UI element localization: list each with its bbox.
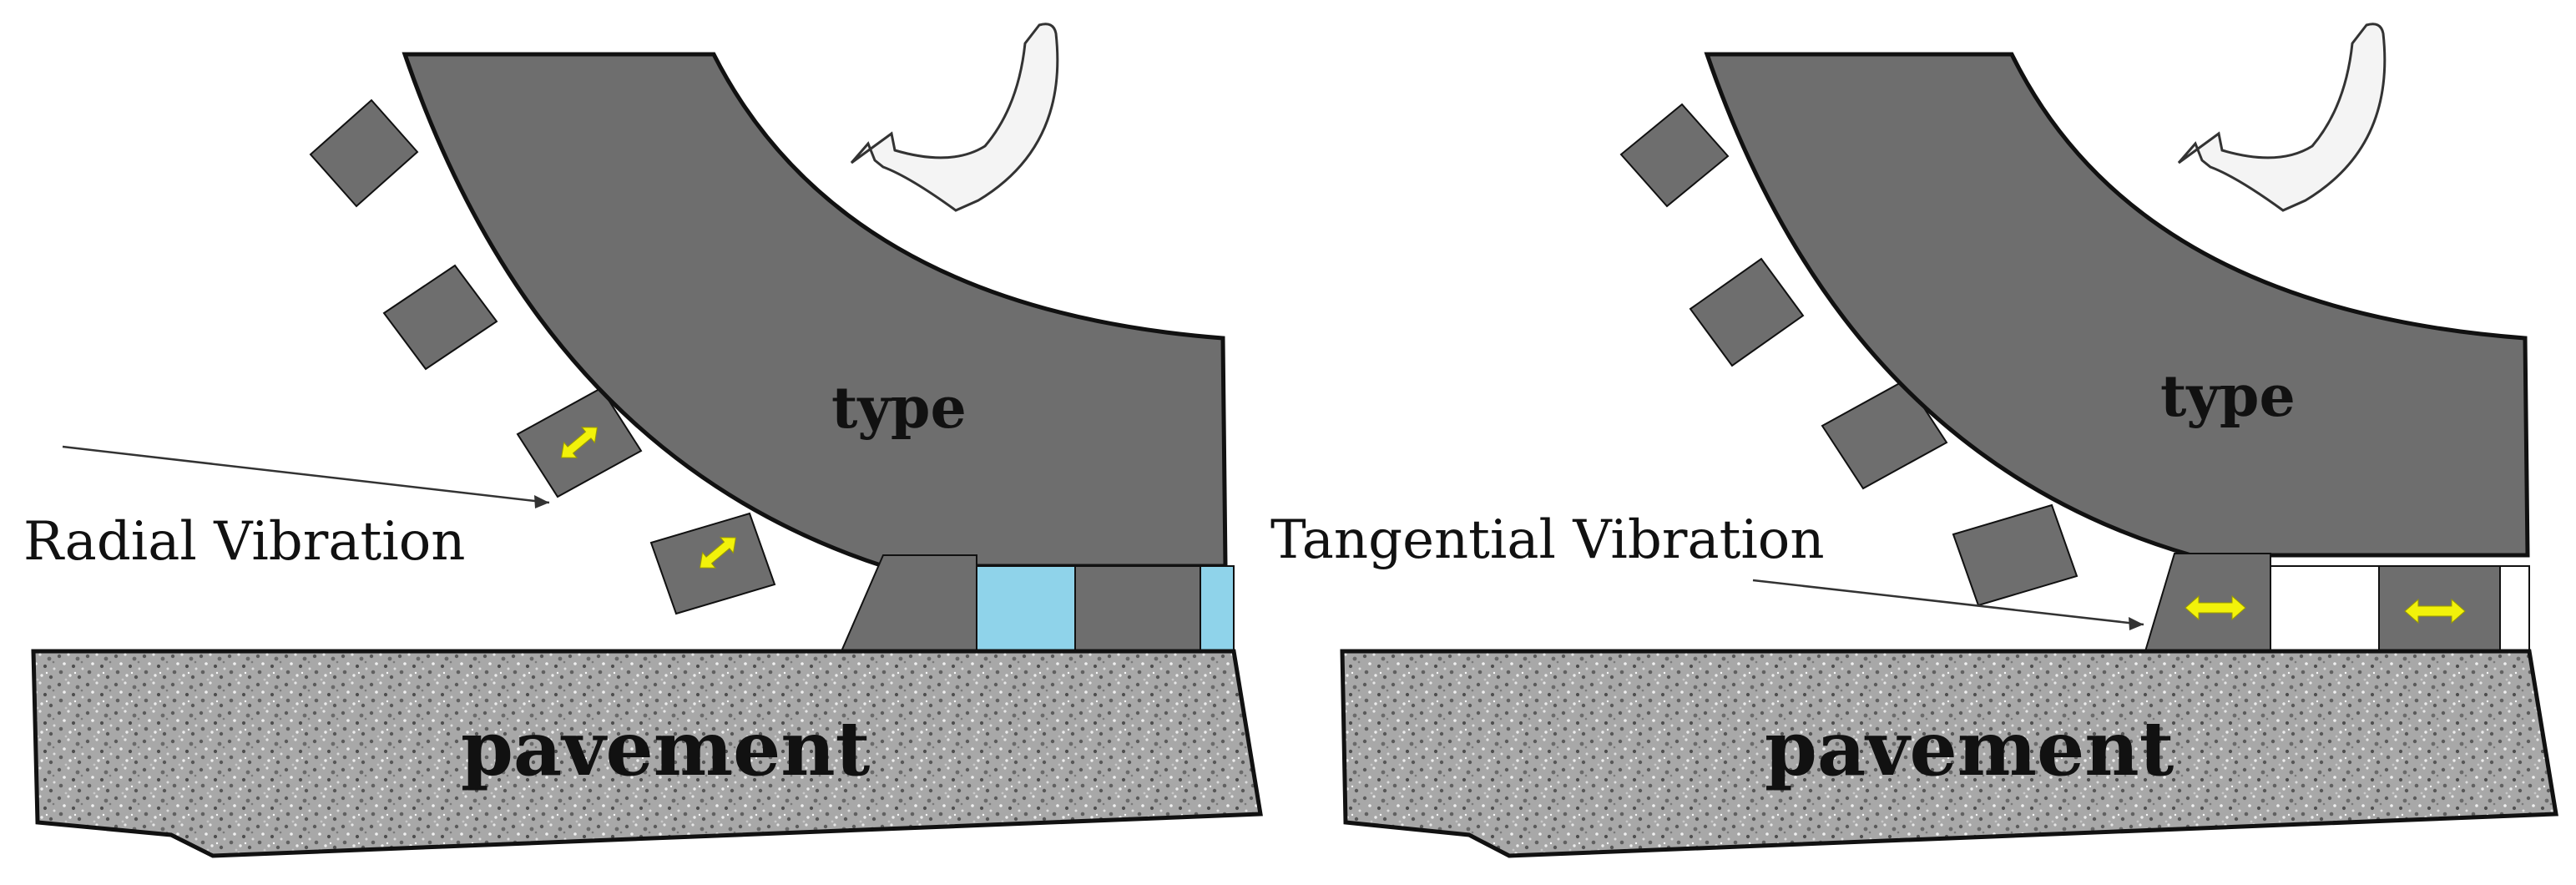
double-arrow-icon bbox=[699, 537, 737, 569]
pointer-head bbox=[2129, 617, 2144, 630]
pavement-label: pavement bbox=[1765, 705, 2174, 793]
cyan-gap bbox=[976, 565, 1076, 652]
tread-block bbox=[382, 264, 498, 371]
cyan-gap bbox=[1200, 565, 1235, 652]
tread-block bbox=[1619, 103, 1730, 208]
white-gap bbox=[2270, 565, 2380, 652]
panel-radial: type Radial Vibration pavement bbox=[23, 23, 1263, 858]
double-arrow-icon bbox=[2404, 598, 2466, 625]
tire-label: type bbox=[831, 375, 967, 442]
pointer-head bbox=[534, 495, 549, 508]
pointer-line bbox=[1752, 579, 2144, 626]
pavement bbox=[31, 649, 1263, 858]
tread-block bbox=[649, 512, 776, 615]
contact-block bbox=[840, 554, 977, 652]
tread-block bbox=[1689, 257, 1805, 367]
tread-block bbox=[309, 99, 419, 208]
pavement-label: pavement bbox=[461, 705, 871, 793]
pavement bbox=[1340, 649, 2558, 858]
vibration-label: Radial Vibration bbox=[23, 511, 465, 573]
tire bbox=[402, 52, 1228, 569]
double-arrow-icon bbox=[560, 427, 599, 458]
tire bbox=[1704, 52, 2530, 558]
rotation-arrow-icon bbox=[850, 23, 1059, 212]
tire-label: type bbox=[2160, 363, 2296, 430]
panel-tangential: type Tangential Vibration pavement bbox=[1270, 23, 2558, 858]
contact-block bbox=[1074, 565, 1201, 652]
pointer-line bbox=[62, 445, 550, 504]
tread-block bbox=[1952, 503, 2078, 607]
rotation-arrow-icon bbox=[2177, 23, 2387, 212]
white-gap bbox=[2499, 565, 2530, 652]
vibration-label: Tangential Vibration bbox=[1270, 509, 1825, 571]
double-arrow-icon bbox=[2185, 594, 2246, 621]
tread-block bbox=[1821, 378, 1948, 490]
